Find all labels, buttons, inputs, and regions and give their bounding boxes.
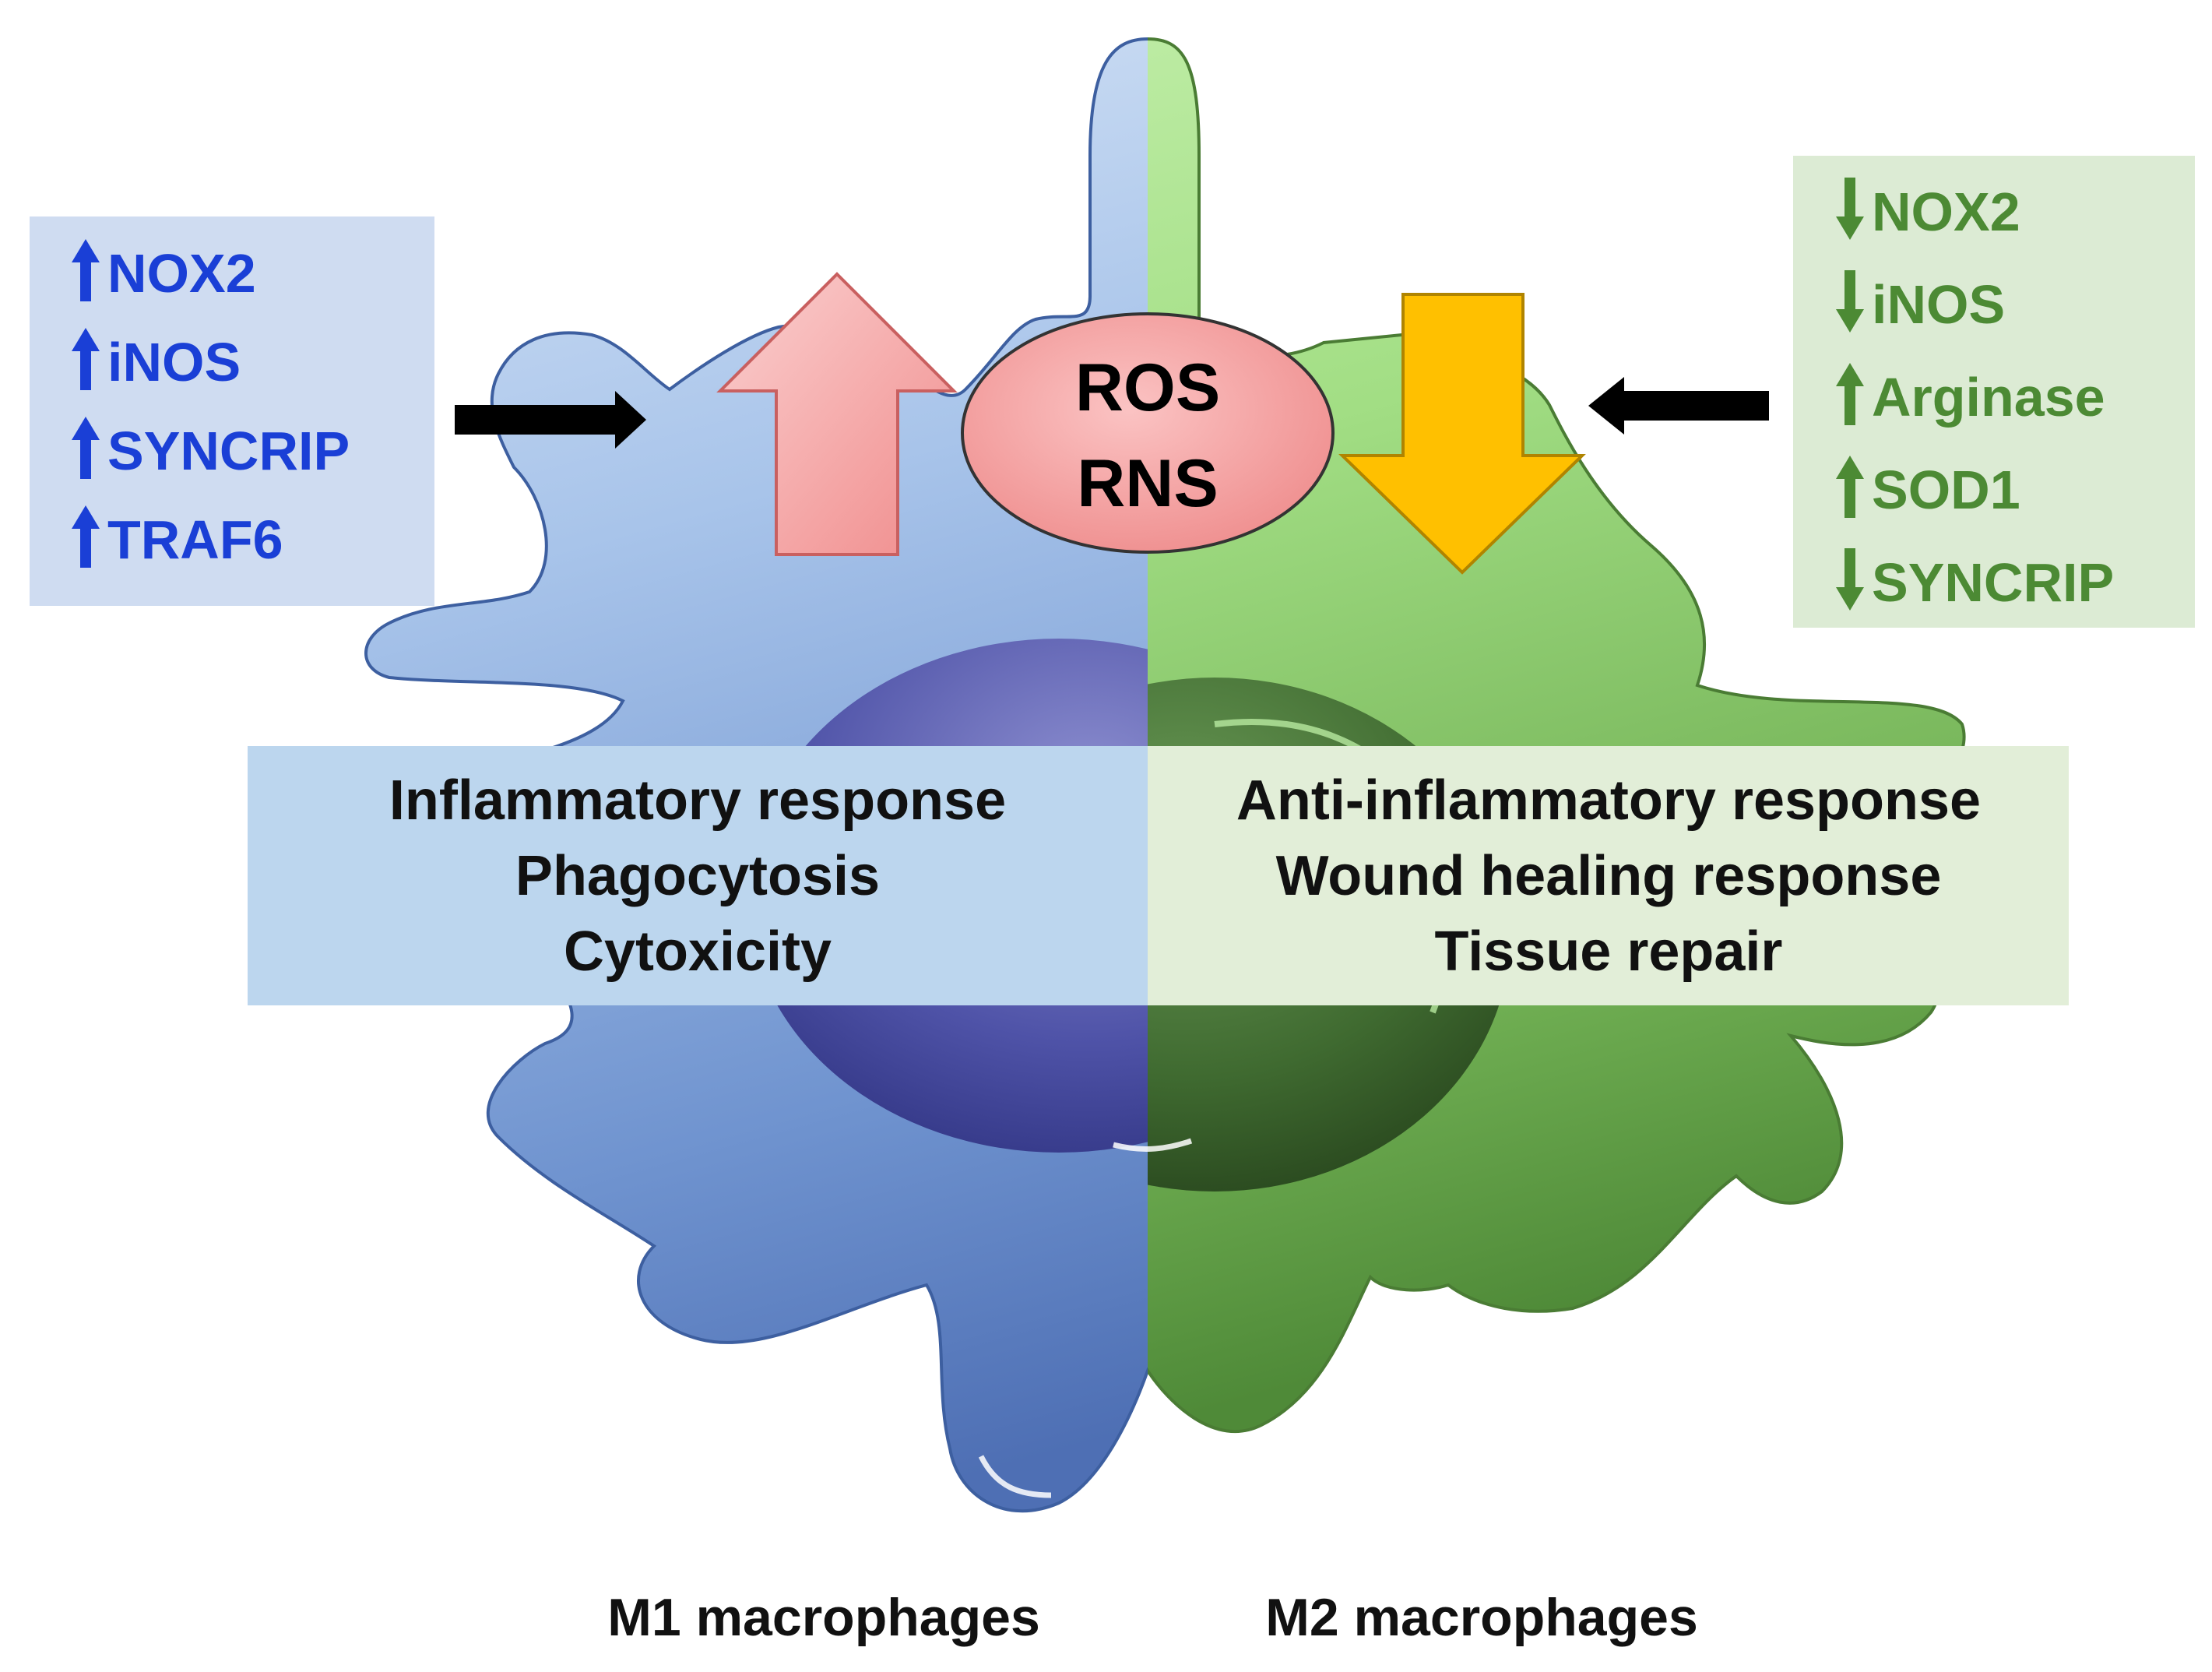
- m1-caption: M1 macrophages: [607, 1588, 1040, 1647]
- arrow-down-icon: [1836, 548, 1864, 611]
- marker-label: SYNCRIP: [107, 421, 350, 481]
- m2-function-box: [1148, 746, 2069, 1005]
- arrow-up-icon: [72, 328, 100, 390]
- marker-label: NOX2: [107, 243, 256, 304]
- m1-function-box: [248, 746, 1148, 1005]
- decrease-arrow-icon: [1338, 293, 1586, 575]
- arrow-down-icon: [1836, 270, 1864, 333]
- arrow-up-icon: [72, 505, 100, 568]
- oval-line-2: RNS: [1077, 446, 1219, 521]
- arrow-down-icon: [1836, 178, 1864, 240]
- marker-label: Arginase: [1872, 367, 2105, 428]
- m2-marker-panel: [1793, 156, 2195, 628]
- m2-caption: M2 macrophages: [1265, 1588, 1698, 1647]
- function-line: Inflammatory response: [389, 769, 1006, 832]
- function-line: Phagocytosis: [515, 845, 880, 907]
- black-arrow-right-icon: [455, 391, 646, 449]
- arrow-up-icon: [72, 239, 100, 301]
- m1-marker-panel: [30, 216, 434, 606]
- marker-label: SYNCRIP: [1872, 552, 2114, 613]
- arrow-up-icon: [1836, 363, 1864, 425]
- marker-label: iNOS: [1872, 274, 2005, 335]
- oval-line-1: ROS: [1075, 350, 1220, 425]
- ros-rns-oval: [961, 312, 1335, 554]
- arrow-up-icon: [1836, 456, 1864, 518]
- function-line: Cytoxicity: [564, 920, 832, 983]
- arrow-up-icon: [72, 417, 100, 479]
- function-line: Anti-inflammatory response: [1236, 769, 1981, 832]
- function-line: Wound healing response: [1276, 845, 1942, 907]
- marker-label: iNOS: [107, 332, 241, 392]
- m1-marker-list: NOX2 iNOS SYNCRIP TRAF6: [72, 239, 350, 570]
- function-line: Tissue repair: [1435, 920, 1783, 983]
- marker-label: SOD1: [1872, 459, 2020, 520]
- marker-label: NOX2: [1872, 181, 2020, 242]
- marker-label: TRAF6: [107, 509, 283, 570]
- increase-arrow-icon: [716, 272, 958, 556]
- black-arrow-left-icon: [1588, 377, 1769, 435]
- m1-function-lines: Inflammatory responsePhagocytosisCytoxic…: [389, 769, 1006, 983]
